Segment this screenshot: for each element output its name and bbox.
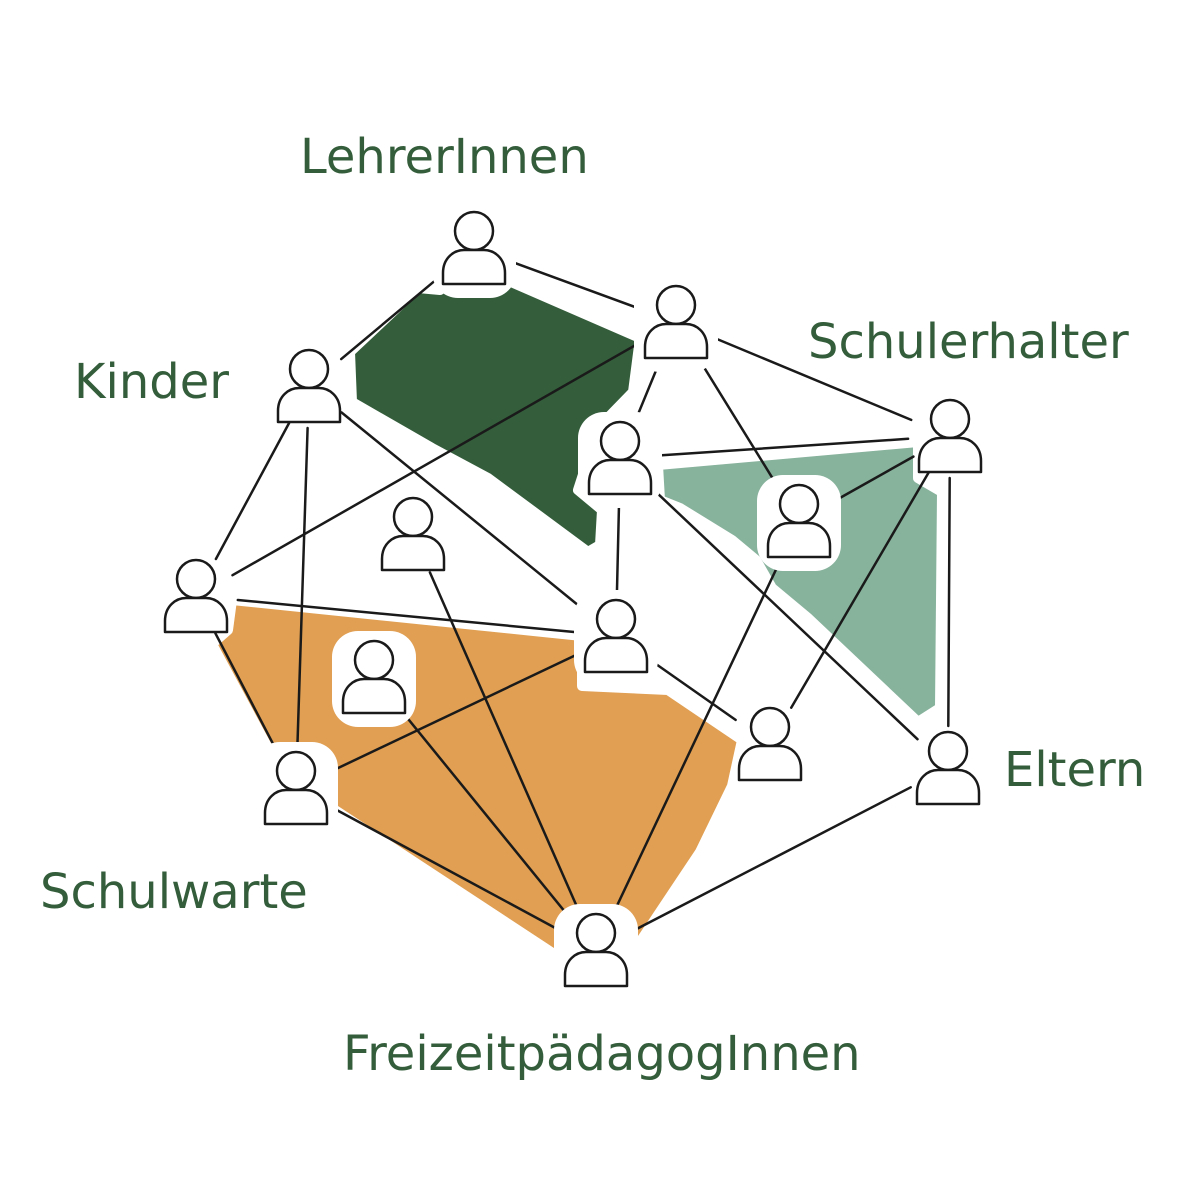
connection-line: [296, 426, 309, 748]
connection-line: [428, 571, 581, 913]
person-middle-icon: [578, 412, 662, 508]
connection-line: [713, 336, 913, 422]
connection-line: [649, 658, 737, 722]
connection-line: [632, 786, 912, 932]
person-kinder-icon: [276, 348, 342, 424]
person-center-right-icon: [574, 590, 658, 686]
person-eltern-icon: [915, 730, 981, 806]
person-freizeitpaedagoginnen-icon: [554, 904, 638, 1000]
connection-line: [236, 598, 576, 634]
connection-line: [649, 485, 919, 741]
person-schulwarte-icon: [254, 742, 338, 838]
connections-layer: [214, 261, 951, 932]
person-center-icon: [380, 496, 446, 572]
connection-line: [512, 261, 638, 309]
person-schulerhalter-icon: [917, 398, 983, 474]
person-orange-region-icon: [332, 631, 416, 727]
connection-line: [615, 498, 621, 596]
person-left-icon: [163, 558, 229, 634]
label-kinder: Kinder: [74, 354, 229, 410]
person-right-lower-icon: [737, 706, 803, 782]
connection-line: [332, 652, 580, 772]
connection-line: [340, 411, 585, 611]
person-green-region-icon: [757, 475, 841, 571]
connection-line: [231, 341, 641, 577]
person-top-right-icon: [634, 276, 718, 372]
dark-green-region: [345, 247, 645, 557]
people-layer: [163, 202, 983, 1000]
connection-line: [660, 437, 910, 457]
label-lehrerinnen: LehrerInnen: [300, 129, 589, 185]
person-lehrerinnen-icon: [432, 202, 516, 298]
connection-line: [696, 356, 779, 487]
connection-line: [214, 421, 291, 561]
connection-line: [214, 632, 278, 752]
connection-line: [789, 471, 931, 709]
label-eltern: Eltern: [1004, 742, 1146, 798]
label-schulerhalter: Schulerhalter: [808, 314, 1129, 370]
connection-line: [834, 455, 915, 502]
label-schulwarte: Schulwarte: [40, 864, 308, 920]
connection-line: [331, 806, 561, 932]
label-freizeitpaedagoginnen: FreizeitpädagogInnen: [343, 1026, 861, 1082]
connection-line: [399, 708, 571, 919]
connection-line: [612, 557, 783, 914]
connection-line: [947, 476, 951, 728]
sage-green-region: [653, 437, 947, 727]
connection-line: [339, 273, 444, 361]
